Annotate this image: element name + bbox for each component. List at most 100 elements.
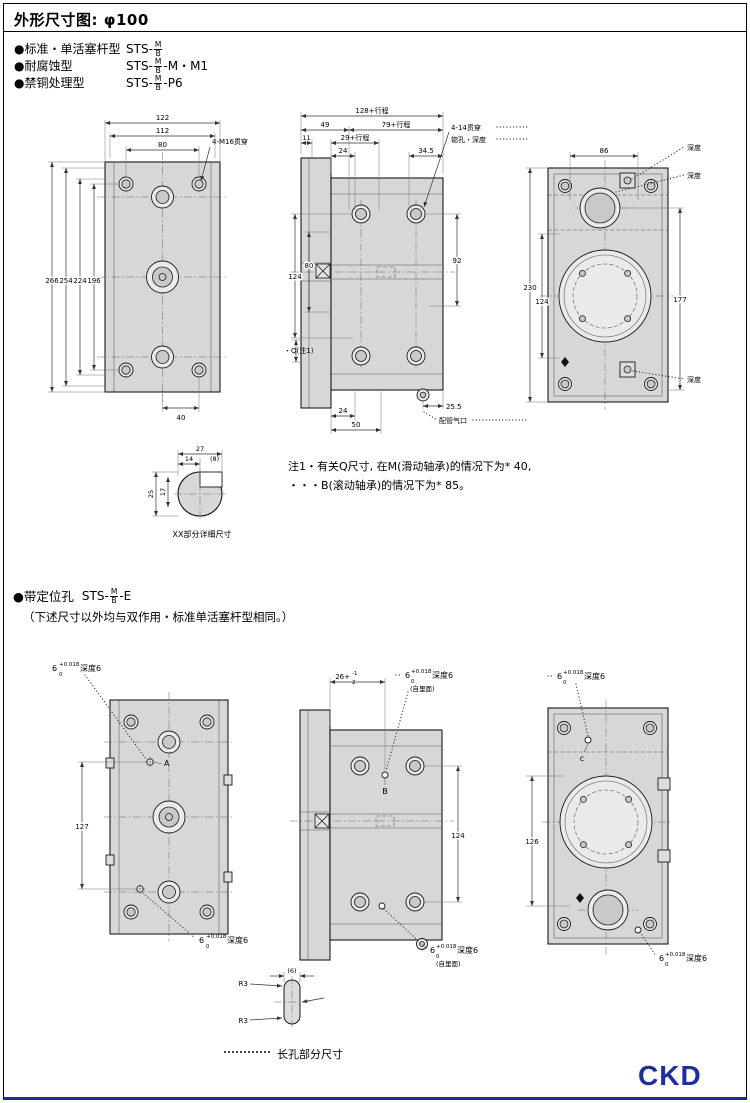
side-view-body	[291, 157, 455, 409]
side-view-locating-drawing: 26+ -1 2 B 124 6 +0.018 0 深度6 (自里面) 6 +0…	[278, 648, 530, 983]
xx-detail-shape	[174, 468, 228, 520]
tol-sub: 0	[665, 962, 669, 968]
dim-label: 254	[59, 277, 73, 285]
page-frame	[3, 3, 747, 1100]
slot-caption-text: 长孔部分尺寸	[277, 1048, 343, 1061]
side-view-dimension-lines	[293, 114, 459, 432]
body-outline	[290, 709, 454, 961]
model-top: M	[153, 39, 163, 50]
dim-label: 86	[600, 147, 609, 155]
dim-label: 177	[673, 296, 686, 304]
section2-label: ●带定位孔	[13, 589, 74, 604]
tolerance-callout-top: 6 +0.018 0 深度6 (自里面)	[405, 669, 453, 693]
tolerance-callout-bottom: 6 +0.018 0 深度6	[199, 934, 248, 950]
xx-detail-dimension-lines	[154, 452, 222, 516]
dim-label: 92	[453, 257, 462, 265]
hole-label-b: B	[382, 787, 388, 796]
tol-base: 6	[405, 671, 410, 680]
tol-sup: +0.018	[665, 952, 686, 958]
dim-label: 124	[451, 832, 465, 840]
front-view-extension-lines	[48, 120, 221, 412]
xx-detail-caption: XX部分详细尺寸	[173, 529, 232, 539]
bolt-holes	[350, 756, 425, 912]
page-title: 外形尺寸图: φ100	[14, 11, 149, 29]
dim-label: 80	[158, 141, 167, 149]
note-line2: ・・・B(滚动轴承)的情况下为* 85。	[288, 478, 471, 492]
rear-view-leader-dots	[615, 146, 685, 380]
dim-tol-sup: -1	[352, 671, 357, 677]
tol-suffix: 深度6	[584, 671, 605, 681]
tol-base: 6	[659, 954, 664, 963]
front-view-bolt-holes	[118, 176, 207, 378]
callout-piping-port: 配管气口	[439, 416, 467, 425]
locating-holes	[583, 736, 642, 934]
dimension-lines	[330, 680, 460, 902]
dim-label: 25	[147, 490, 155, 498]
center-bores	[152, 730, 186, 904]
model-top: M	[109, 586, 119, 597]
q-dimension-note: 注1・有关Q尺寸, 在M(滑动轴承)的情况下为* 40, ・・・B(滚动轴承)的…	[288, 458, 578, 495]
tol-base: 6	[199, 936, 204, 945]
model-bot: B	[155, 66, 161, 75]
rear-view-locating-drawing: 126 c 6 +0.018 0 深度6 6 +0.018 0 深度6	[518, 660, 745, 985]
tol-base: 6	[430, 946, 435, 955]
tol-sub: 0	[436, 954, 440, 960]
dim-label: 14	[185, 455, 193, 463]
dim-label: 11	[302, 134, 310, 142]
tol-suffix: 深度6	[80, 663, 101, 673]
rear-view-drawing: 86 230 124 177 深度 深度 深度	[520, 100, 745, 445]
locating-holes	[135, 757, 155, 894]
side-view-bolt-holes	[351, 204, 426, 366]
front-view-dimension-lines	[50, 121, 220, 410]
backside-note: (自里面)	[410, 684, 435, 693]
dim-label: 266	[45, 277, 59, 285]
dim-label: 124	[288, 273, 302, 281]
dim-label: 230	[523, 284, 536, 292]
tol-sup: +0.018	[411, 669, 432, 675]
tol-sub: 0	[206, 944, 210, 950]
bores	[559, 775, 653, 931]
model-bot: B	[155, 49, 161, 58]
dim-label: 124	[535, 298, 549, 306]
rear-view-port-pads	[619, 172, 636, 378]
callout-m16: 4-M16贯穿	[212, 137, 248, 146]
dim-label: 196	[87, 277, 101, 285]
tolerance-callout-bottom: 6 +0.018 0 深度6	[659, 952, 707, 968]
callout-counterbore: 锪孔・深度	[451, 135, 486, 144]
dim-label: 25.5	[446, 403, 462, 411]
backside-note: (自里面)	[436, 959, 461, 968]
slot-detail-drawing: (6) R3 R3	[212, 962, 384, 1050]
dim-label: (8)	[210, 455, 219, 463]
slot-shape	[274, 976, 310, 1028]
dim-label: 24	[339, 147, 348, 155]
dim-label: 34.5	[418, 147, 434, 155]
rear-view-bolt-holes	[558, 179, 658, 391]
callout-q-note: ・Q(注1)	[284, 346, 314, 355]
dim-label: 29+行程	[341, 133, 370, 142]
dim-label: 80	[305, 262, 314, 270]
tolerance-callout-top: 6 +0.018 0 深度6	[557, 670, 605, 686]
variant-label: ●耐腐蚀型	[14, 59, 73, 73]
tolerance-callout-top: 6 +0.018 0 深度6	[52, 662, 101, 678]
section2-subnote: （下述尺寸以外均与双作用・标准单活塞杆型相同。）	[23, 610, 294, 624]
dim-label: 49	[321, 121, 330, 129]
diamond-mark	[561, 357, 569, 367]
leader-dots	[547, 675, 657, 957]
tol-sub: 0	[411, 679, 415, 685]
slot-detail-caption: 长孔部分尺寸	[224, 1046, 343, 1062]
dim-label: (6)	[287, 967, 296, 975]
dim-tol-sub: 2	[352, 680, 356, 686]
extension-lines	[78, 761, 146, 890]
callout-depth: 深度	[687, 143, 701, 152]
tol-sup: +0.018	[206, 934, 227, 940]
hole-label-a: A	[164, 759, 170, 768]
dim-label: 17	[159, 488, 167, 496]
tol-base: 6	[52, 664, 57, 673]
side-view-drawing: 128+行程 49 79+行程 11 29+行程 24 34.5 4-14贯穿 …	[283, 100, 530, 445]
rear-view-dimension-lines	[528, 154, 682, 402]
